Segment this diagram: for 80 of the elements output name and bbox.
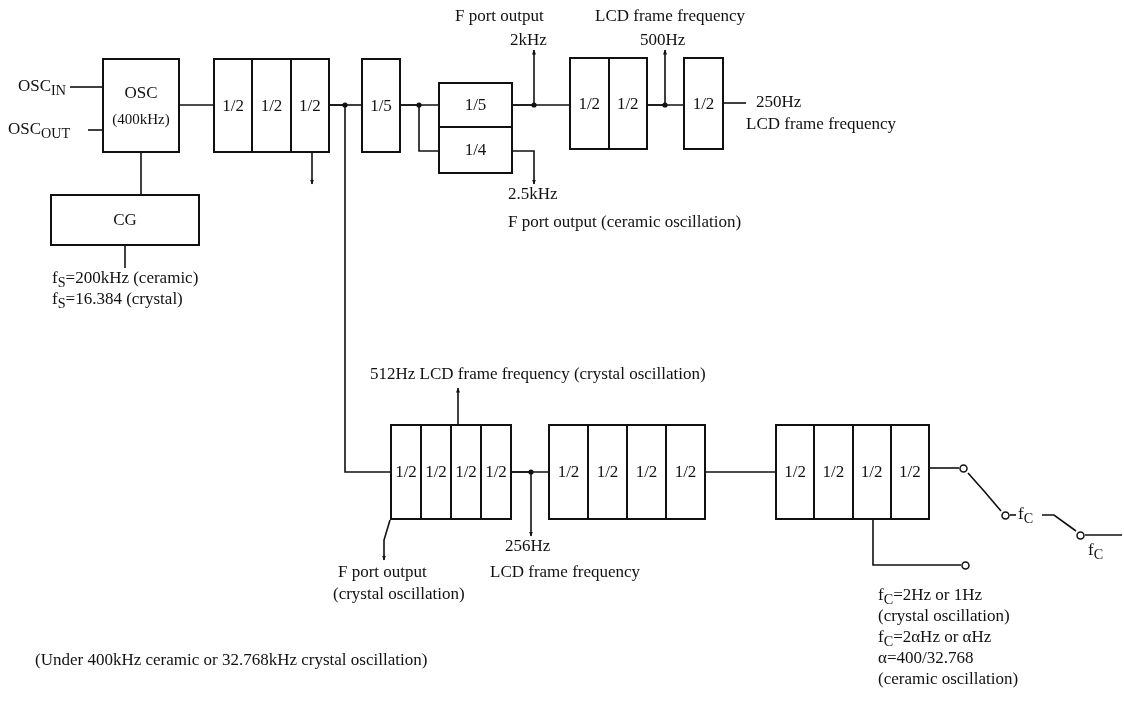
divider-stage: 1/2 [420,426,450,518]
signal-label: F port output [338,562,427,582]
divider-chain [213,58,330,153]
block-label: 1/2 [691,92,716,115]
oscillator-block [102,58,180,153]
arrow [511,471,533,537]
divider-chain [775,424,930,520]
connector-line [705,471,776,473]
arrow [456,387,460,425]
divider-block [683,57,724,150]
block-label: CG [112,209,138,231]
connector-line [69,86,103,88]
connector-line [723,102,747,104]
note-text: (ceramic oscillation) [878,669,1019,689]
divider-chain [390,424,512,520]
signal-label: OSC$_{IN}$ [18,76,66,101]
arrow [512,150,536,185]
divider-stage: 1/2 [480,426,510,518]
block-label: 1/5 [463,94,488,116]
connector-line [929,467,960,469]
signal-label: f$_{S}$=16.384 (crystal) [52,289,183,314]
arrow [382,519,391,561]
connector-line [1009,514,1017,516]
signal-label: 256Hz [505,536,551,556]
signal-label: f$_{S}$=200kHz (ceramic) [52,268,199,292]
signal-label: LCD frame frequency [595,6,746,26]
divider-stage: 1/2 [556,461,581,483]
divider-stage: 1/2 [607,59,646,148]
signal-label: OSC$_{OUT}$ [8,119,71,144]
signal-label: 512Hz LCD frame frequency (crystal oscillation) [370,364,706,384]
divider-chain [569,57,648,150]
output-line [1084,534,1123,536]
connector-line [140,152,142,195]
signal-label: F port output [455,6,544,26]
divider-stage: 1/2 [665,426,704,518]
connector-line [872,519,962,566]
note-text: (crystal oscillation) [878,606,1010,626]
signal-label: 2kHz [510,30,547,50]
connector-line [967,472,1002,512]
frequency-text: (400kHz) [112,109,170,129]
signal-label: 2.5kHz [508,184,558,204]
connector-line [179,104,214,106]
divider-stage: 1/2 [626,426,665,518]
connector-line [1041,514,1077,532]
block-label: 1/5 [369,94,393,117]
divider-block [361,58,401,153]
divider-block [438,126,513,174]
signal-label: f$_{C}$ [1088,540,1104,565]
divider-stage: 1/2 [889,426,928,518]
divider-stage: 1/2 [851,426,890,518]
divider-chain [548,424,706,520]
arrow [512,49,536,106]
divider-stage: 1/2 [221,94,246,117]
connector-line [329,104,391,473]
connector-line [400,104,439,152]
caption: (Under 400kHz ceramic or 32.768kHz crystal oscillation) [35,650,428,670]
divider-stage: 1/2 [251,60,290,151]
divider-stage: 1/2 [289,60,328,151]
output-arrow [310,152,314,185]
divider-stage: 1/2 [450,426,480,518]
signal-label: F port output (ceramic oscillation) [508,212,742,232]
signal-label: LCD frame frequency [490,562,641,582]
signal-label: (crystal oscillation) [333,584,465,604]
divider-stage: 1/2 [783,461,807,483]
divider-stage: 1/2 [587,426,626,518]
block-label: OSC [124,81,158,104]
signal-label: f$_{C}$ [1018,504,1034,529]
divider-stage: 1/2 [577,92,602,115]
note-text: f$_{C}$=2Hz or 1Hz [878,585,983,609]
divider-block [438,82,513,128]
divider-stage: 1/2 [813,426,852,518]
connector-line [124,245,126,269]
signal-label: LCD frame frequency [746,114,897,134]
signal-label: 500Hz [640,30,686,50]
connector-line [87,129,103,131]
signal-label: 250Hz [756,92,802,112]
divider-block [50,194,200,246]
arrow [647,49,667,106]
block-label: 1/4 [463,139,488,161]
divider-stage: 1/2 [394,461,418,483]
